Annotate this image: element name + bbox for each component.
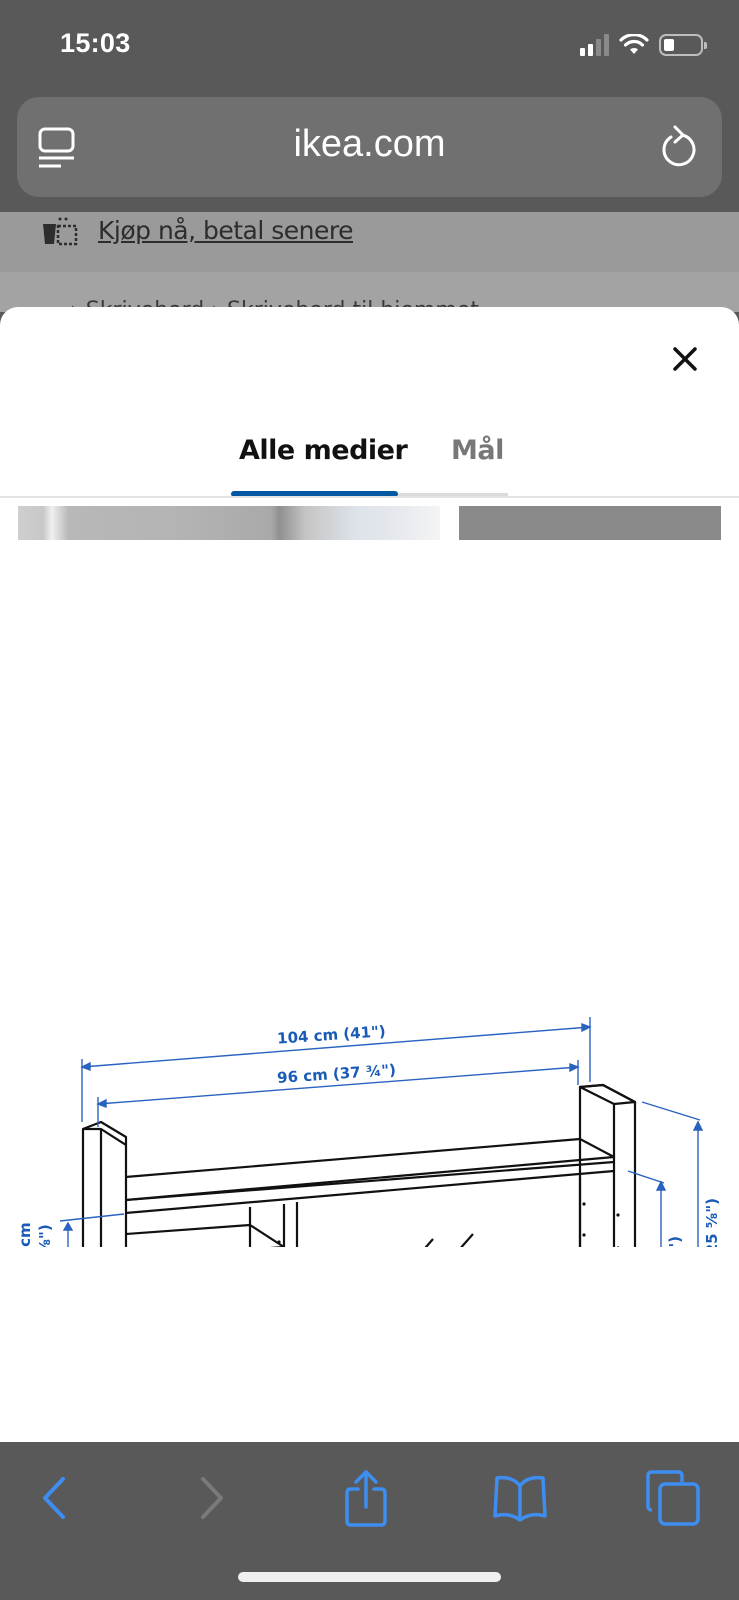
cellular-signal-icon [580,34,609,56]
back-chevron-icon [43,1477,65,1519]
background-page: Kjøp nå, betal senere › Skrivebord › Skr… [0,212,739,323]
reader-mode-icon[interactable] [37,127,77,169]
back-button[interactable] [24,1468,84,1528]
media-tabs: Alle medier Mål [0,427,739,497]
tab-all-media[interactable]: Alle medier [239,435,408,466]
tabs-divider [0,496,739,498]
status-time: 15:03 [60,28,131,58]
battery-low-icon [659,34,707,56]
dim-overall-height: 65 cm (25 ⅝") [703,1198,721,1247]
tabs-icon [646,1470,700,1526]
media-modal: Alle medier Mål [0,307,739,1442]
close-icon[interactable] [665,339,705,379]
wifi-icon [619,34,649,54]
tab-dimensions[interactable]: Mål [451,435,504,466]
share-icon [345,1470,387,1527]
status-bar: 15:03 [0,0,739,90]
bookmarks-button[interactable] [490,1468,550,1528]
bookmarks-icon [493,1475,547,1522]
dim-top-compartment-in: (5 ⅞") [36,1224,54,1247]
share-button[interactable] [336,1468,396,1528]
media-thumbnails [18,506,721,540]
media-thumbnail[interactable] [459,506,721,540]
address-bar[interactable]: ikea.com [17,97,722,197]
dim-top-compartment: 15 cm [16,1222,34,1247]
dim-inner-height: 52 cm (20 ½") [666,1236,684,1247]
url-domain[interactable]: ikea.com [293,123,446,165]
payment-split-icon [43,217,78,246]
reload-icon[interactable] [658,125,698,169]
home-indicator[interactable] [238,1572,501,1582]
forward-chevron-icon [201,1477,223,1519]
forward-button[interactable] [182,1468,242,1528]
status-icons [580,34,707,56]
dimension-drawing: 104 cm (41") 96 cm (37 ¾") 65 cm (25 ⅝")… [16,1017,721,1247]
active-tab-indicator [231,491,398,497]
dim-inner-width: 96 cm (37 ¾") [277,1061,397,1087]
tabs-button[interactable] [644,1468,704,1528]
buy-now-pay-later-link[interactable]: Kjøp nå, betal senere [98,216,354,245]
media-thumbnail[interactable] [18,506,440,540]
